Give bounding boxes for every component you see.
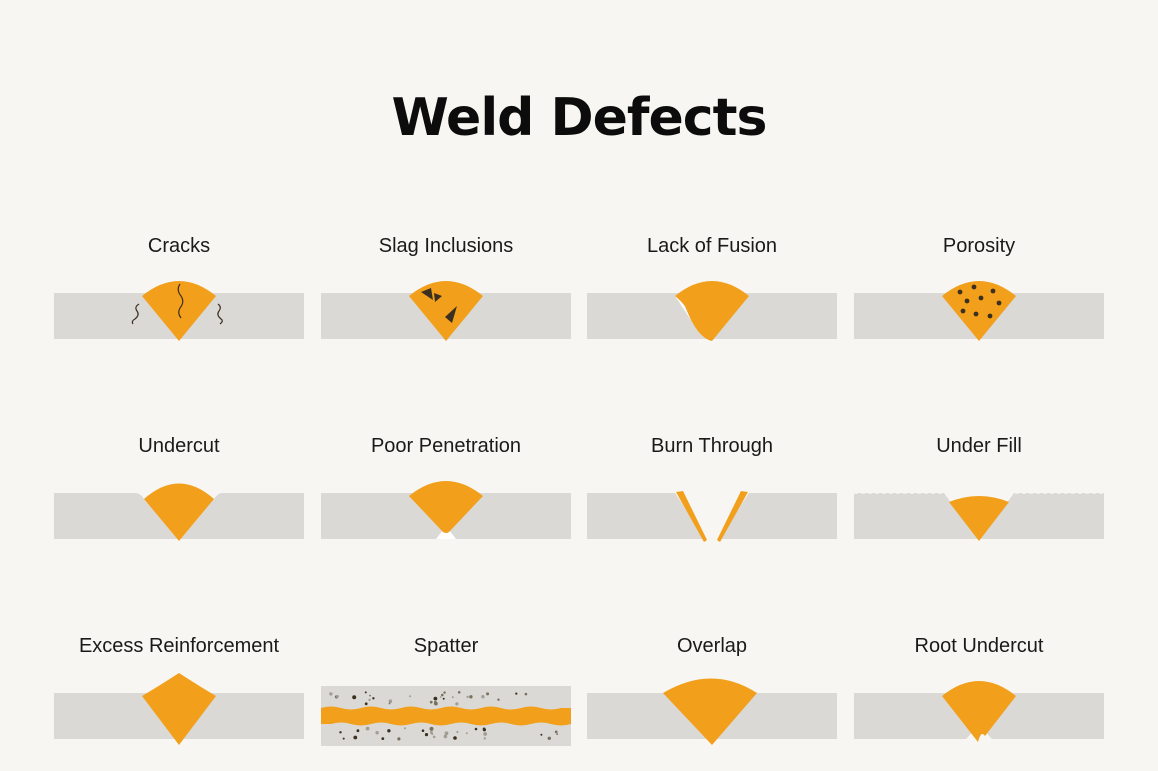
spatter-dot	[486, 692, 490, 696]
defect-overlap: Overlap	[587, 634, 837, 764]
spatter-dot	[443, 734, 448, 739]
spatter-dot	[397, 737, 401, 741]
spatter-dot	[424, 733, 429, 737]
defect-burn-through: Burn Through	[587, 434, 837, 564]
spatter-dot	[469, 695, 473, 699]
spatter-dot	[365, 726, 370, 731]
spatter-dot	[434, 701, 438, 706]
spatter-dot	[368, 698, 371, 702]
spatter-dot	[497, 698, 500, 701]
spatter-dot	[429, 726, 434, 731]
defect-label: Root Undercut	[914, 635, 1044, 657]
spatter-dot	[433, 696, 438, 701]
lack-of-fusion-diagram	[587, 281, 837, 341]
defect-cracks: Cracks	[54, 234, 304, 364]
spatter-dot	[375, 731, 379, 735]
defect-undercut: Undercut	[54, 434, 304, 564]
spatter-dot	[432, 735, 436, 739]
spatter-dot	[515, 692, 518, 695]
spatter-dot	[356, 729, 360, 733]
spatter-dot	[364, 691, 367, 694]
defect-label: Undercut	[138, 435, 220, 457]
spatter-dot	[364, 702, 368, 706]
burn-through-diagram	[587, 491, 837, 542]
defect-label: Slag Inclusions	[378, 235, 514, 257]
undercut-diagram	[54, 483, 304, 541]
spatter-dot	[483, 737, 486, 740]
spatter-dot	[482, 728, 486, 732]
spatter-dot	[404, 727, 406, 730]
spatter-dot	[388, 699, 393, 703]
spatter-dot	[421, 729, 425, 732]
spatter-dot	[339, 731, 342, 734]
spatter-dot	[429, 731, 433, 734]
spatter-dot	[453, 736, 457, 740]
spatter-dot	[474, 727, 478, 731]
defect-lack-of-fusion: Lack of Fusion	[587, 234, 837, 364]
spatter-dot	[455, 702, 459, 706]
defect-slag-inclusions: Slag Inclusions	[321, 234, 571, 364]
spatter-dot	[369, 694, 371, 697]
spatter-dot	[441, 693, 444, 697]
porosity-diagram	[854, 281, 1104, 341]
spatter-dot	[387, 729, 391, 733]
spatter-dot	[439, 696, 442, 698]
spatter-dot	[457, 691, 461, 694]
defect-label: Porosity	[942, 235, 1016, 257]
spatter-dot	[524, 692, 528, 696]
spatter-dot	[444, 731, 449, 736]
spatter-dot	[342, 737, 345, 740]
spatter-dot	[353, 735, 358, 740]
spatter-dot	[465, 732, 468, 735]
defect-label: Under Fill	[936, 435, 1022, 457]
defect-label: Burn Through	[651, 435, 773, 457]
slag-inclusions-diagram	[321, 281, 571, 341]
spatter-dot	[556, 733, 559, 736]
spatter-dot	[443, 691, 446, 694]
overlap-diagram	[587, 678, 837, 745]
defect-poor-penetration: Poor Penetration	[321, 434, 571, 564]
cracks-diagram	[54, 281, 304, 341]
spatter-dot	[481, 695, 485, 699]
spatter-dot	[381, 737, 385, 740]
spatter-dot	[429, 700, 433, 704]
spatter-dot	[352, 695, 357, 700]
spatter-dot	[483, 732, 488, 736]
defect-label: Overlap	[676, 635, 748, 657]
root-undercut-diagram	[854, 681, 1104, 742]
defect-root-undercut: Root Undercut	[854, 634, 1104, 764]
excess-reinforcement-diagram	[54, 673, 304, 745]
spatter-dot	[409, 695, 412, 698]
defect-label: Excess Reinforcement	[78, 635, 280, 657]
spatter-dot	[547, 736, 551, 740]
spatter-dot	[451, 696, 454, 699]
defect-spatter: Spatter	[321, 634, 571, 764]
spatter-dot	[442, 697, 445, 700]
defect-excess-reinforcement: Excess Reinforcement	[54, 634, 304, 764]
defect-label: Cracks	[147, 235, 211, 257]
spatter-dot	[540, 733, 543, 736]
spatter-dot	[329, 692, 333, 696]
spatter-dot	[554, 730, 558, 734]
under-fill-diagram	[854, 492, 1104, 541]
spatter-dot	[466, 695, 469, 699]
defect-label: Poor Penetration	[370, 435, 522, 457]
defect-label: Spatter	[413, 635, 479, 657]
defect-under-fill: Under Fill	[854, 434, 1104, 564]
poor-penetration-diagram	[321, 481, 571, 539]
spatter-dot	[388, 702, 391, 705]
page-title: Weld Defects	[391, 88, 768, 148]
spatter-dot	[456, 730, 459, 734]
spatter-dot	[336, 695, 339, 698]
defect-label: Lack of Fusion	[646, 235, 778, 257]
spatter-dot	[372, 697, 375, 700]
defect-porosity: Porosity	[854, 234, 1104, 364]
spatter-diagram	[321, 686, 571, 746]
